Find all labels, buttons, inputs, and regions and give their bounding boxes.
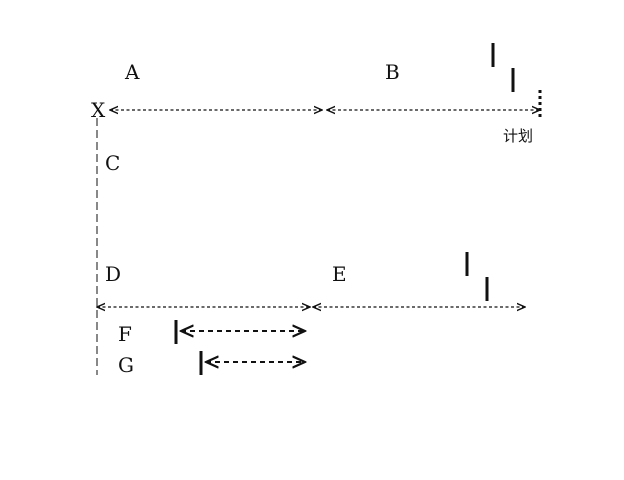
label-g: G: [118, 353, 134, 377]
label-b: B: [385, 60, 400, 84]
label-c: C: [105, 151, 120, 175]
label-x: X: [91, 98, 106, 122]
label-plan: 计划: [503, 127, 533, 145]
label-a: A: [124, 60, 140, 84]
label-d: D: [105, 262, 121, 286]
label-f: F: [118, 322, 132, 346]
label-e: E: [332, 262, 347, 286]
